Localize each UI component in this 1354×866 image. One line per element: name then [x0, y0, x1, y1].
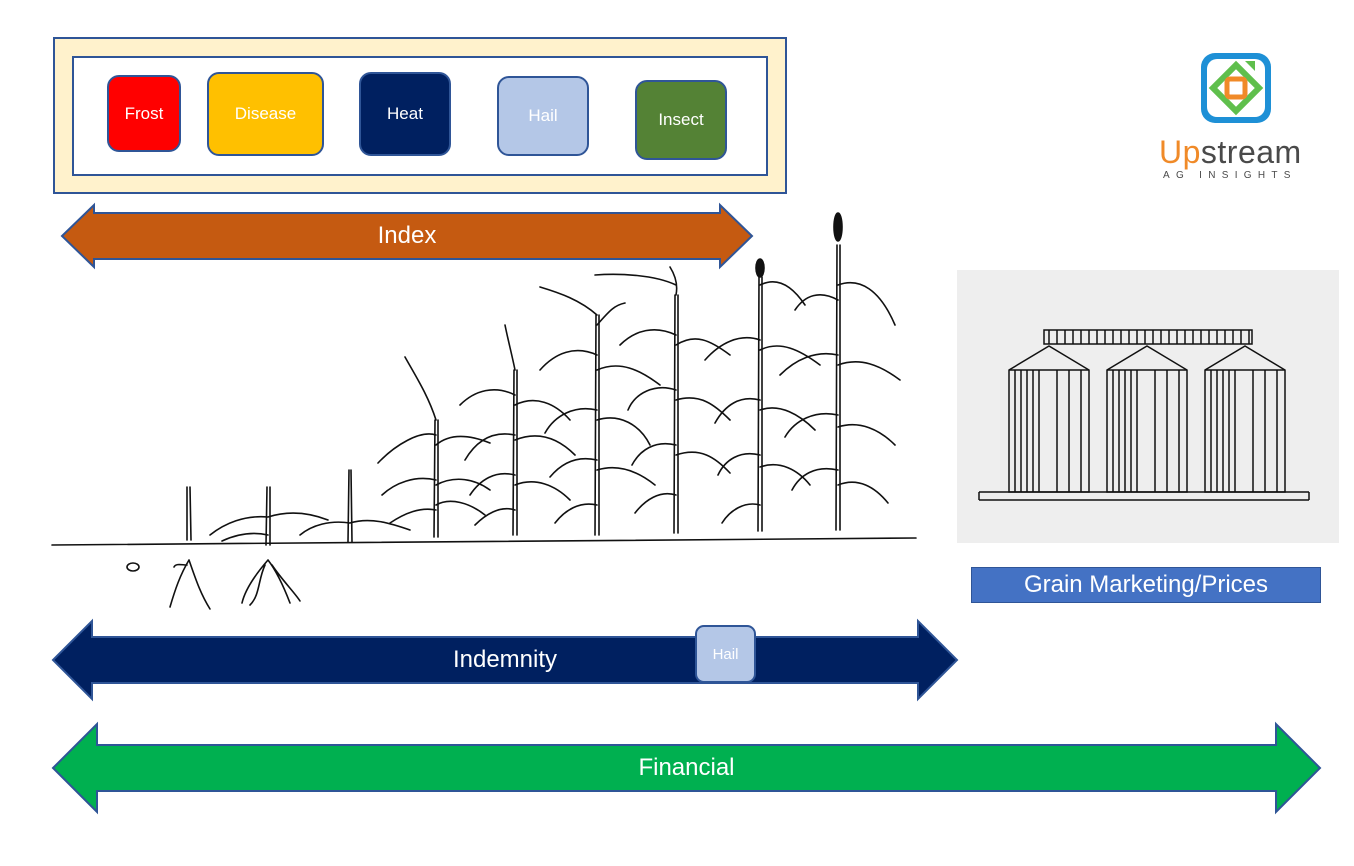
corn-growth-illustration — [51, 212, 917, 610]
grain-marketing-label: Grain Marketing/Prices — [971, 567, 1321, 603]
indemnity-hail-badge: Hail — [695, 625, 756, 683]
peril-disease: Disease — [207, 72, 324, 156]
upstream-logo-tagline: AG INSIGHTS — [1163, 170, 1297, 181]
financial-label: Financial — [638, 754, 735, 781]
peril-heat: Heat — [359, 72, 451, 156]
peril-frost: Frost — [107, 75, 181, 152]
upstream-logo-icon — [1201, 53, 1271, 123]
indemnity-label: Indemnity — [452, 646, 558, 673]
peril-hail: Hail — [497, 76, 589, 156]
upstream-logo-wordmark: Upstream — [1159, 134, 1302, 170]
peril-insect: Insect — [635, 80, 727, 160]
index-label: Index — [377, 222, 437, 249]
grain-silo-illustration — [978, 329, 1310, 501]
